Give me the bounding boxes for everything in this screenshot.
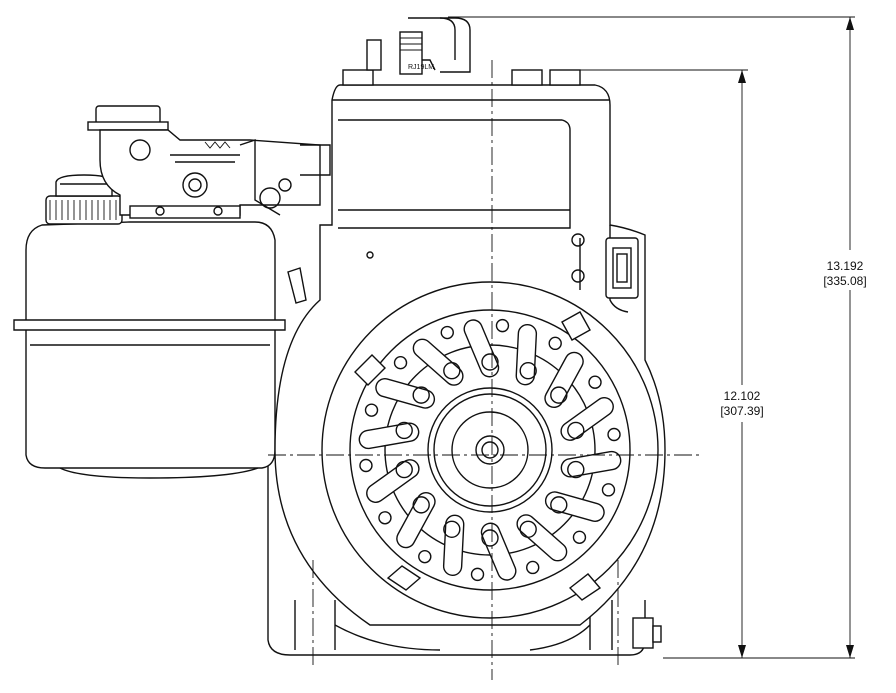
cooling-slot (463, 319, 500, 378)
cooling-hole (395, 460, 413, 479)
block-height-value: 12.102 (724, 389, 761, 403)
cooling-hole (548, 336, 562, 351)
cooling-hole (412, 496, 430, 514)
cooling-hole (550, 386, 568, 404)
cooling-hole (567, 421, 585, 440)
cooling-hole (393, 355, 408, 370)
stop-switch (605, 237, 639, 299)
cooling-hole (519, 520, 537, 538)
cooling-hole (481, 353, 499, 371)
cylinder-head-hardware: RJ19LM (342, 17, 581, 86)
dimension-overall-height: 13.192 [335.08] (448, 16, 867, 658)
cooling-hole (567, 460, 585, 479)
cooling-slot (544, 491, 605, 523)
flywheel (321, 281, 659, 619)
cooling-hole (470, 567, 485, 582)
dimension-block-height: 12.102 [307.39] (580, 69, 855, 659)
cooling-hole (443, 362, 461, 380)
cooling-slot (358, 422, 420, 450)
cooling-hole (395, 421, 413, 440)
cooling-hole (412, 386, 430, 404)
carburetor (87, 105, 331, 304)
cooling-slot (515, 324, 538, 386)
fuel-tank (13, 221, 286, 479)
cooling-slot (412, 338, 464, 386)
cooling-slot (516, 514, 568, 562)
spark-plug-label: RJ19LM (408, 64, 434, 71)
block-height-metric: [307.39] (720, 404, 763, 418)
cooling-hole (519, 362, 537, 380)
cooling-slots (358, 319, 622, 581)
cooling-slot (375, 377, 436, 409)
cooling-slot (544, 351, 584, 409)
cooling-hole (550, 496, 568, 514)
cooling-hole (601, 483, 616, 497)
engine-base (267, 465, 662, 656)
cooling-hole (588, 375, 602, 389)
cooling-hole (572, 530, 587, 545)
cooling-slot (366, 459, 420, 503)
cooling-holes (359, 318, 621, 582)
center-lines (268, 60, 700, 680)
cooling-hole (607, 427, 621, 442)
cooling-hole (378, 511, 392, 525)
cooling-hole (364, 403, 379, 417)
cooling-hole (359, 458, 373, 473)
cooling-hole (481, 529, 499, 547)
cooling-hole (526, 560, 540, 575)
overall-height-metric: [335.08] (823, 274, 866, 288)
cooling-slot (396, 491, 436, 549)
cooling-slot (442, 514, 465, 576)
cooling-slot (480, 522, 517, 581)
cooling-hole (440, 325, 454, 340)
cooling-hole (418, 549, 432, 564)
overall-height-value: 13.192 (827, 259, 864, 273)
cooling-slot (560, 397, 614, 441)
cooling-hole (443, 520, 461, 538)
cooling-hole (495, 318, 510, 333)
